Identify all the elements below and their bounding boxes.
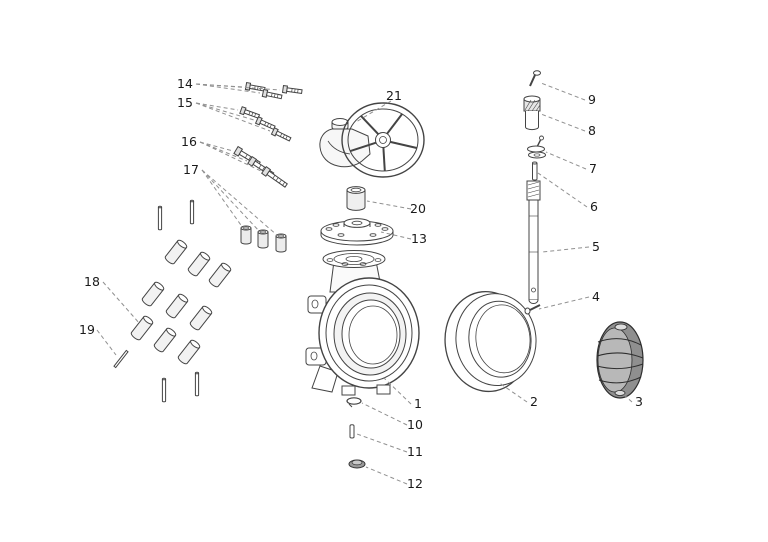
bolts-group-16	[233, 146, 289, 190]
pin-part-6	[532, 161, 538, 181]
screw-part-9	[529, 70, 541, 87]
leader-line-15	[195, 102, 255, 121]
bushings-group-17	[240, 225, 287, 253]
part-label-21: 21	[386, 87, 402, 103]
part-label-19: 19	[79, 321, 95, 337]
stem-part-5	[526, 180, 541, 304]
leader-line-18	[102, 281, 141, 325]
gasket-plate-part-13	[320, 218, 394, 246]
part-label-5: 5	[592, 238, 600, 254]
leader-line-9	[540, 82, 586, 101]
part-label-14: 14	[177, 75, 193, 91]
leader-line-15	[195, 102, 271, 132]
seat-ring-part-2	[444, 290, 537, 393]
screw-part-4	[524, 304, 541, 315]
leader-line-19	[96, 329, 117, 356]
leader-line-8	[540, 113, 586, 132]
leader-line-14	[195, 83, 281, 91]
part-label-20: 20	[410, 200, 426, 216]
clip-part-10	[346, 397, 362, 408]
leader-line-6	[537, 172, 588, 208]
pin-part-11	[349, 424, 355, 439]
bushing-part-20	[346, 186, 366, 211]
leader-line-7	[545, 151, 587, 170]
screws-group-14	[244, 82, 303, 101]
part-label-16: 16	[181, 133, 197, 149]
leader-line-14	[195, 83, 261, 94]
leader-line-15	[195, 102, 239, 111]
washers-part-7	[527, 135, 546, 159]
part-label-2: 2	[530, 393, 538, 409]
valve-body-part-1	[305, 250, 420, 396]
part-label-1: 1	[414, 395, 422, 411]
pins-group-18	[129, 199, 233, 403]
leader-line-12	[365, 466, 408, 485]
leader-line-17	[201, 169, 279, 237]
part-label-17: 17	[183, 161, 199, 177]
handwheel-part-21	[319, 102, 425, 178]
leader-line-10	[361, 402, 408, 426]
screws-group-15	[239, 106, 293, 143]
part-label-13: 13	[411, 230, 427, 246]
part-label-8: 8	[588, 122, 596, 138]
leader-line-2	[497, 381, 528, 403]
disc-part-3	[596, 321, 644, 399]
part-label-10: 10	[407, 416, 423, 432]
part-label-18: 18	[84, 273, 100, 289]
part-label-12: 12	[407, 475, 423, 491]
leader-line-1	[383, 377, 412, 405]
pin-part-19	[113, 349, 129, 369]
leader-line-16	[199, 141, 234, 152]
leader-line-13	[380, 231, 412, 240]
leader-line-17	[201, 169, 261, 233]
part-label-4: 4	[592, 288, 600, 304]
part-label-6: 6	[590, 198, 598, 214]
leader-line-16	[199, 141, 248, 162]
part-label-3: 3	[635, 393, 643, 409]
part-label-9: 9	[588, 91, 596, 107]
part-label-15: 15	[177, 94, 193, 110]
leader-line-16	[199, 141, 262, 172]
leader-line-3	[621, 392, 633, 403]
bushing-part-8	[523, 95, 541, 131]
gear-housing	[319, 128, 371, 168]
part-label-7: 7	[589, 160, 597, 176]
part-label-11: 11	[407, 443, 423, 459]
leader-line-17	[201, 169, 244, 229]
leader-line-11	[356, 433, 408, 453]
cap-part-12	[348, 459, 366, 469]
leader-line-4	[538, 296, 590, 310]
leader-layer	[96, 82, 633, 485]
leader-line-5	[541, 246, 590, 253]
leader-line-20	[366, 200, 412, 210]
